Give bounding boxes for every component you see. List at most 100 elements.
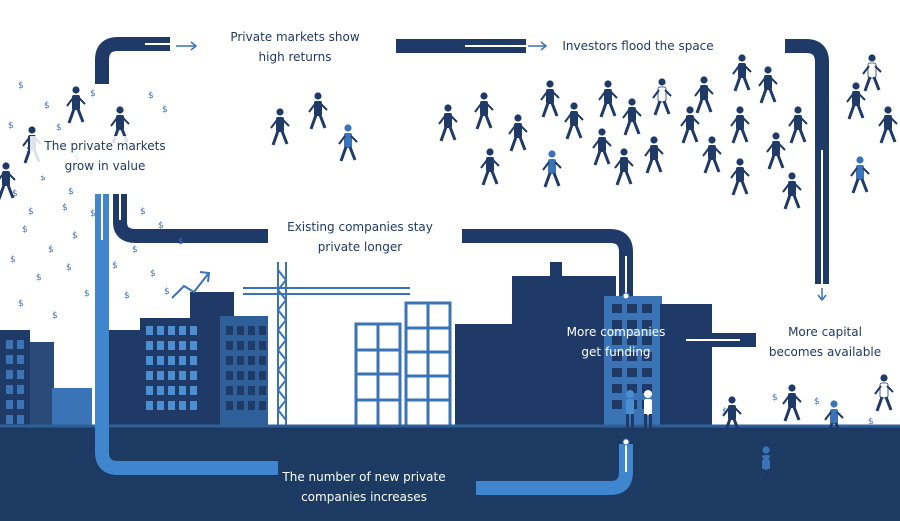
window xyxy=(259,341,266,350)
business-person-running-icon xyxy=(732,54,752,92)
window xyxy=(248,401,255,410)
window xyxy=(237,401,244,410)
window xyxy=(612,304,622,313)
step-line: More capital xyxy=(788,325,862,339)
step-line: Existing companies stay xyxy=(287,220,433,234)
window xyxy=(6,400,13,409)
business-person-running-icon xyxy=(824,400,844,438)
window xyxy=(642,384,652,393)
window xyxy=(168,356,175,365)
business-person-running-icon xyxy=(622,98,642,136)
window xyxy=(17,370,24,379)
step-line: The private markets xyxy=(44,139,166,153)
dollar-icon: $ xyxy=(10,255,16,265)
window xyxy=(157,341,164,350)
window xyxy=(157,401,164,410)
connector-node-icon xyxy=(622,292,630,300)
dollar-icon: $ xyxy=(140,207,146,217)
step-private-markets-show-returns: Private markets show high returns xyxy=(210,27,380,67)
step-line: Private markets show xyxy=(230,30,360,44)
step-line: grow in value xyxy=(64,159,146,173)
business-person-running-icon xyxy=(694,76,714,114)
dollar-icon: $ xyxy=(72,231,78,241)
window xyxy=(259,356,266,365)
dollar-icon: $ xyxy=(132,245,138,255)
building-windows xyxy=(6,304,652,424)
window xyxy=(248,341,255,350)
window xyxy=(237,341,244,350)
business-person-running-icon xyxy=(758,66,778,104)
window xyxy=(237,371,244,380)
window xyxy=(627,304,637,313)
dollar-icon: $ xyxy=(28,207,34,217)
business-person-running-icon xyxy=(846,82,866,120)
window xyxy=(237,326,244,335)
business-person-running-icon xyxy=(782,172,802,210)
step-investors-flood: Investors flood the space xyxy=(548,36,728,56)
window xyxy=(146,401,153,410)
business-person-running-icon xyxy=(874,374,894,412)
business-person-running-icon xyxy=(542,150,562,188)
window xyxy=(146,356,153,365)
window xyxy=(248,356,255,365)
window xyxy=(259,386,266,395)
arrow-right-icon xyxy=(176,41,827,302)
window xyxy=(190,341,197,350)
window xyxy=(17,340,24,349)
window xyxy=(237,356,244,365)
dollar-icon: $ xyxy=(48,245,54,255)
window xyxy=(248,326,255,335)
dollar-icon: $ xyxy=(148,91,154,101)
window xyxy=(642,368,652,377)
window xyxy=(146,386,153,395)
window xyxy=(179,371,186,380)
window xyxy=(179,341,186,350)
step-new-private-companies: The number of new private companies incr… xyxy=(264,467,464,507)
business-person-running-icon xyxy=(766,132,786,170)
dollar-icon: $ xyxy=(52,311,58,321)
window xyxy=(642,352,652,361)
business-person-running-icon xyxy=(474,92,494,130)
window xyxy=(146,371,153,380)
window xyxy=(259,326,266,335)
trend-up-icon xyxy=(171,273,209,299)
dollar-icon: $ xyxy=(18,81,24,91)
window xyxy=(237,386,244,395)
window xyxy=(157,386,164,395)
window xyxy=(259,371,266,380)
window xyxy=(612,352,622,361)
dollar-icon: $ xyxy=(90,209,96,219)
window xyxy=(627,384,637,393)
window xyxy=(6,385,13,394)
window xyxy=(157,371,164,380)
dollar-icon: $ xyxy=(90,89,96,99)
window xyxy=(627,368,637,377)
window xyxy=(226,386,233,395)
business-person-running-icon xyxy=(702,136,722,174)
business-person-running-icon xyxy=(730,158,750,196)
step-line: More companies xyxy=(566,325,666,339)
business-person-running-icon xyxy=(850,156,870,194)
business-person-running-icon xyxy=(540,80,560,118)
step-line: private longer xyxy=(317,240,403,254)
step-line: Investors flood the space xyxy=(562,39,714,53)
window xyxy=(627,352,637,361)
window xyxy=(157,356,164,365)
window xyxy=(190,326,197,335)
window xyxy=(190,371,197,380)
business-person-running-icon xyxy=(730,106,750,144)
step-companies-stay-private: Existing companies stay private longer xyxy=(270,217,450,257)
business-person-running-icon xyxy=(722,396,742,434)
dollar-icon: $ xyxy=(40,173,46,183)
window xyxy=(17,415,24,424)
business-person-running-icon xyxy=(878,106,898,144)
window xyxy=(179,386,186,395)
dollar-icon: $ xyxy=(44,101,50,111)
window xyxy=(226,401,233,410)
window xyxy=(248,386,255,395)
dollar-icon: $ xyxy=(124,291,130,301)
dollar-icon: $ xyxy=(162,105,168,115)
business-person-running-icon xyxy=(480,148,500,186)
window xyxy=(6,355,13,364)
dollar-icon: $ xyxy=(36,273,42,283)
